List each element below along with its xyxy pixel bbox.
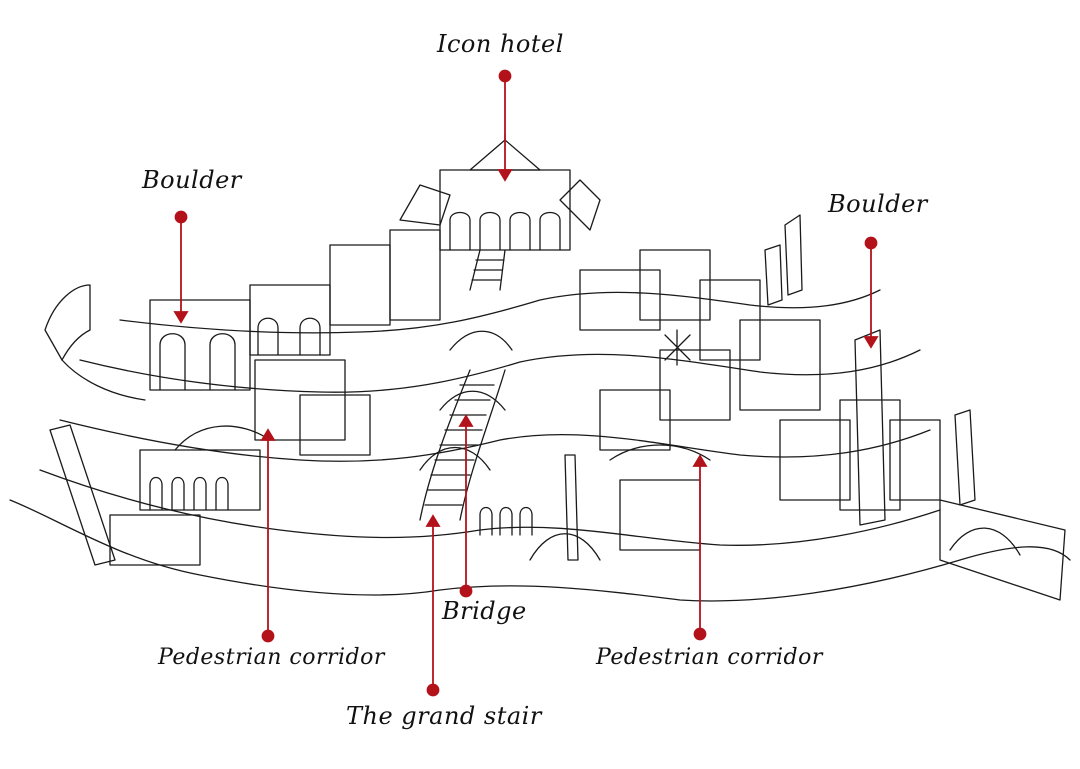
pointer-dot-bridge	[459, 584, 473, 598]
pointer-dot-boulder-right	[864, 236, 878, 250]
pointer-arrow-boulder-left	[173, 311, 189, 324]
building	[739, 319, 821, 411]
pointer-arrow-ped-left	[260, 428, 276, 441]
icon-hotel	[439, 169, 571, 251]
building	[139, 449, 261, 511]
building	[299, 394, 371, 456]
roof	[559, 179, 601, 231]
label-icon-hotel: Icon hotel	[437, 30, 564, 58]
ground-outline	[9, 499, 1071, 602]
arch	[159, 333, 186, 391]
pointer-arrow-icon-hotel	[497, 169, 513, 182]
pointer-dot-boulder-left	[174, 210, 188, 224]
arch	[299, 317, 321, 356]
pointer-arrow-grand-stair	[425, 514, 441, 527]
pedestrian-corridor-curve	[174, 425, 271, 451]
building	[329, 244, 391, 326]
icon-hotel-arches	[449, 211, 561, 251]
label-boulder-right: Boulder	[828, 190, 928, 218]
building	[639, 249, 711, 321]
terrace-line	[39, 469, 941, 546]
tall-tower	[764, 214, 803, 306]
lower-curve	[529, 533, 601, 561]
pointer-arrow-bridge	[458, 414, 474, 427]
left-curved-wall	[61, 359, 146, 401]
building	[579, 269, 661, 331]
windmill	[664, 329, 691, 366]
pointer-dot-grand-stair	[426, 683, 440, 697]
lower-left-tower	[49, 424, 116, 566]
right-bridge	[939, 499, 1066, 601]
bridge-arch	[439, 390, 506, 411]
pointer-dot-ped-left	[261, 629, 275, 643]
building	[389, 229, 441, 321]
pointer-dot-ped-right	[693, 627, 707, 641]
right-corridor	[609, 444, 711, 461]
label-pedestrian-corridor-left: Pedestrian corridor	[158, 645, 385, 670]
roof	[399, 184, 451, 226]
lower-arcade	[479, 506, 533, 536]
stair-steps	[424, 384, 495, 506]
right-edge-tower	[954, 409, 976, 506]
terrace-line	[119, 289, 881, 334]
upper-stair	[469, 249, 506, 291]
bridge-arch	[419, 447, 491, 471]
arcade	[149, 476, 229, 511]
column	[564, 454, 579, 561]
label-grand-stair: The grand stair	[346, 702, 542, 730]
right-bridge-arch	[949, 527, 1021, 556]
building	[779, 419, 851, 501]
label-bridge: Bridge	[442, 597, 527, 625]
arch	[209, 333, 236, 391]
building	[109, 514, 201, 566]
building	[839, 399, 901, 511]
bridge-arch	[449, 330, 513, 351]
arch	[257, 317, 279, 356]
terrace-line	[59, 419, 931, 462]
pointer-arrow-ped-right	[692, 454, 708, 467]
pointer-arrow-boulder-right	[863, 336, 879, 349]
right-tower	[854, 329, 886, 526]
building	[889, 419, 941, 501]
pointer-dot-icon-hotel	[498, 69, 512, 83]
left-curved-wall	[44, 284, 91, 361]
label-boulder-left: Boulder	[142, 166, 242, 194]
building	[659, 349, 731, 421]
label-pedestrian-corridor-right: Pedestrian corridor	[596, 645, 823, 670]
